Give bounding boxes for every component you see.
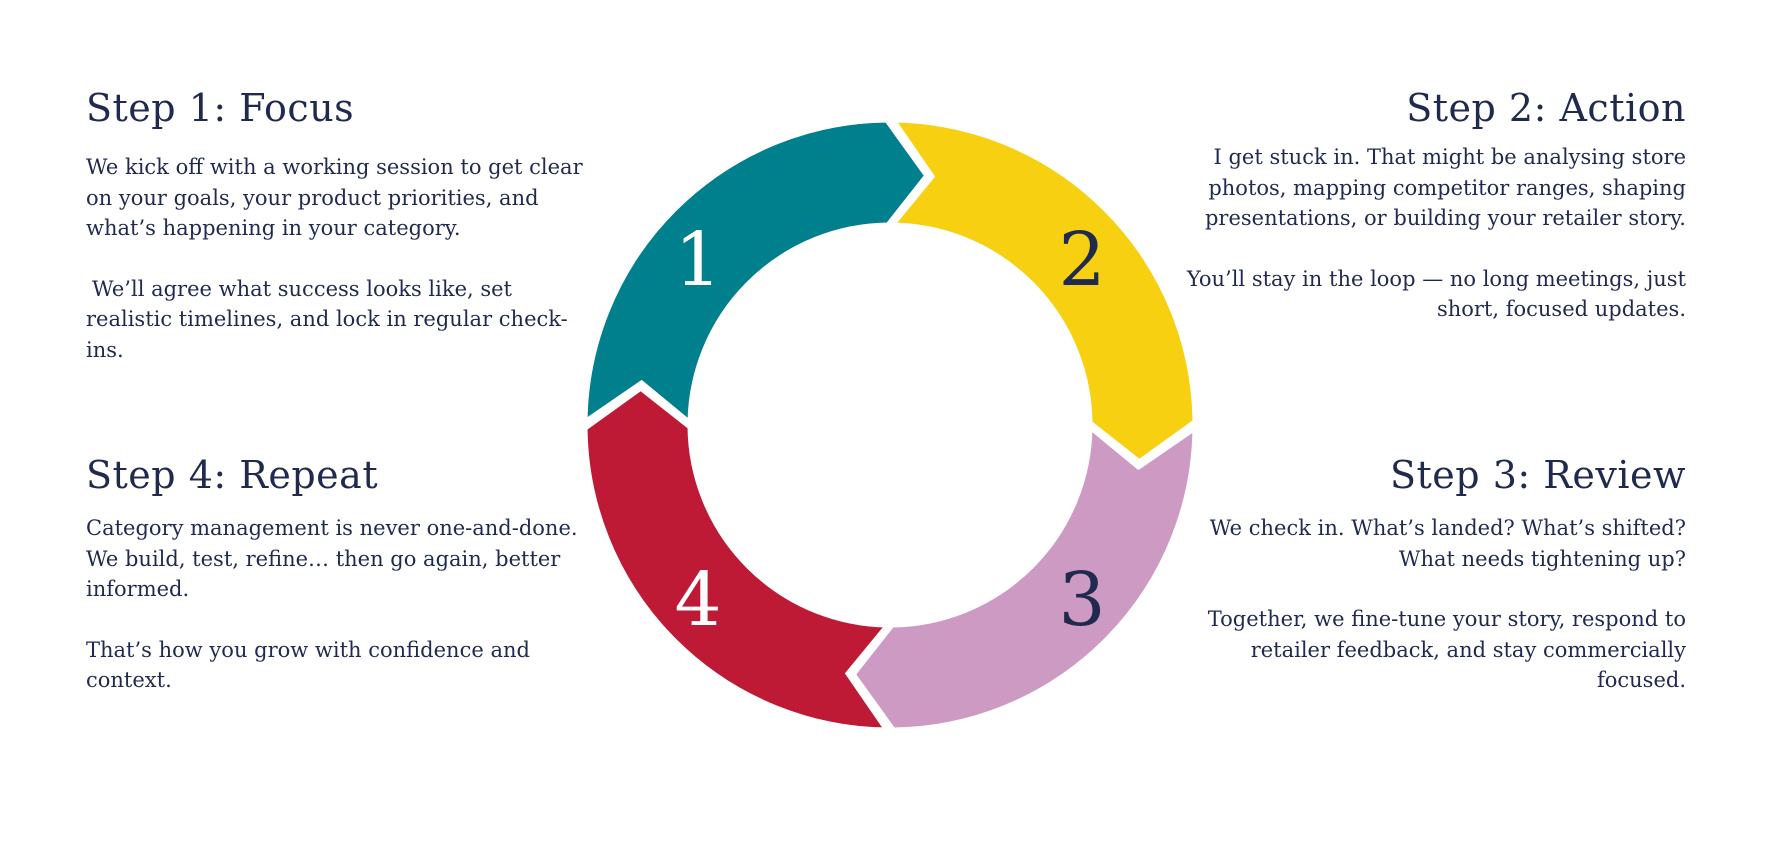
step-3-paragraph-1: We check in. What’s landed? What’s shift…: [1209, 516, 1686, 571]
step-4-block: Step 4: Repeat Category management is ne…: [86, 453, 596, 696]
step-2-paragraph-1: I get stuck in. That might be analysing …: [1204, 145, 1686, 230]
step-2-paragraph-2: You’ll stay in the loop — no long meetin…: [1186, 266, 1686, 322]
step-4-title: Step 4: Repeat: [86, 453, 379, 497]
segment-number-2: 2: [1058, 217, 1105, 303]
segment-number-3: 3: [1058, 557, 1105, 643]
segment-step-2: [886, 117, 1198, 465]
step-4-paragraph-1: Category management is never one-and-don…: [86, 516, 578, 601]
segment-number-1: 1: [674, 217, 721, 303]
segment-number-4: 4: [674, 557, 721, 643]
segment-step-1: [582, 117, 930, 429]
step-2-block: Step 2: Action I get stuck in. That migh…: [1180, 86, 1686, 325]
step-2-title: Step 2: Action: [1406, 86, 1686, 130]
step-4-paragraph-2: That’s how you grow with confidence and …: [86, 637, 530, 693]
segment-step-4: [582, 385, 894, 733]
step-3-paragraph-2: Together, we fine-tune your story, respo…: [1207, 607, 1686, 692]
step-1-paragraph-1: We kick off with a working session to ge…: [86, 155, 583, 240]
step-3-block: Step 3: Review We check in. What’s lande…: [1180, 453, 1686, 696]
step-3-title: Step 3: Review: [1390, 453, 1686, 497]
segment-step-3: [850, 421, 1198, 733]
step-1-block: Step 1: Focus We kick off with a working…: [86, 86, 596, 365]
step-1-title: Step 1: Focus: [86, 86, 355, 130]
step-1-paragraph-2: We’ll agree what success looks like, set…: [86, 276, 568, 362]
